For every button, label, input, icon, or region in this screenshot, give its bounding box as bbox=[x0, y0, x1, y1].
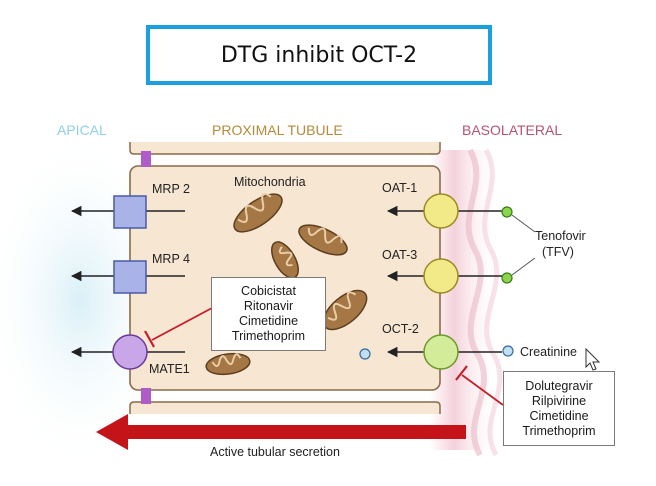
apical-label: APICAL bbox=[57, 122, 107, 138]
oat1-transporter bbox=[423, 193, 459, 229]
inhibitor-item: Rilpivirine bbox=[531, 393, 587, 408]
tenofovir-molecule bbox=[501, 272, 513, 284]
mitochondrion bbox=[298, 224, 348, 256]
tfv-label: (TFV) bbox=[542, 245, 574, 259]
inhibitor-item: Cimetidine bbox=[238, 314, 299, 328]
mrp4-label: MRP 4 bbox=[152, 252, 190, 266]
proximal-tubule-label: PROXIMAL TUBULE bbox=[212, 122, 343, 138]
inhibitor-item: Cimetidine bbox=[529, 408, 589, 423]
tight-junction-bottom bbox=[141, 388, 151, 404]
creatinine-label: Creatinine bbox=[520, 345, 577, 359]
secretion-label: Active tubular secretion bbox=[210, 445, 340, 459]
mrp2-transporter bbox=[113, 195, 147, 229]
mrp2-label: MRP 2 bbox=[152, 182, 190, 196]
inhibitor-item: Ritonavir bbox=[243, 299, 294, 313]
basolateral-wave-1 bbox=[465, 148, 487, 457]
basolateral-label: BASOLATERAL bbox=[462, 122, 562, 138]
inhibitor-item: Trimethoprim bbox=[522, 423, 596, 438]
inhibitor-item: Cobicistat bbox=[241, 284, 296, 298]
mrp4-transporter bbox=[113, 260, 147, 294]
mate1-transporter bbox=[112, 334, 148, 370]
mitochondrion bbox=[205, 352, 251, 376]
oct2-inhibition-bar bbox=[455, 365, 468, 381]
creatinine-molecule-intracellular bbox=[359, 348, 371, 360]
tight-junction-top bbox=[141, 151, 151, 167]
mitochondrion bbox=[322, 289, 368, 331]
title-box: DTG inhibit OCT-2 bbox=[146, 25, 492, 85]
oct2-label: OCT-2 bbox=[382, 322, 419, 336]
tenofovir-label: Tenofovir bbox=[535, 229, 586, 243]
oct2-inhibition-line bbox=[461, 374, 504, 406]
creatinine-molecule bbox=[502, 345, 514, 357]
mate1-label: MATE1 bbox=[149, 362, 190, 376]
inhibitor-item: Trimethoprim bbox=[231, 329, 306, 343]
oat3-label: OAT-3 bbox=[382, 248, 417, 262]
oat3-transporter bbox=[423, 258, 459, 294]
oct2-transporter bbox=[423, 334, 459, 370]
oct2-inhibitors-box: Dolutegravir Rilpivirine Cimetidine Trim… bbox=[503, 371, 615, 446]
tenofovir-pointer-2 bbox=[511, 257, 536, 276]
mitochondria-label: Mitochondria bbox=[234, 175, 306, 189]
tenofovir-molecule bbox=[501, 206, 513, 218]
oat1-label: OAT-1 bbox=[382, 181, 417, 195]
mate1-inhibition-bar bbox=[144, 330, 155, 348]
mitochondrion bbox=[233, 193, 283, 233]
inhibitor-item: Dolutegravir bbox=[525, 378, 593, 393]
basolateral-wave-2 bbox=[482, 148, 503, 457]
upper-neighbour-cell bbox=[129, 142, 441, 155]
lower-neighbour-cell bbox=[129, 401, 441, 414]
slide-title: DTG inhibit OCT-2 bbox=[220, 42, 418, 68]
mouse-cursor-icon bbox=[585, 347, 601, 371]
mate1-inhibitors-box: Cobicistat Ritonavir Cimetidine Trimetho… bbox=[211, 277, 326, 351]
mate1-inhibition-line bbox=[151, 307, 213, 341]
tenofovir-pointer-1 bbox=[511, 214, 536, 233]
secretion-arrow bbox=[96, 414, 466, 450]
